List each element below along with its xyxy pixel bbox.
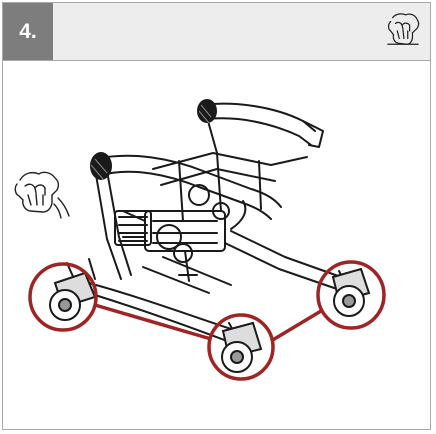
hand-push-icon xyxy=(387,13,420,45)
caster-right xyxy=(331,267,371,317)
caster-left xyxy=(49,271,97,321)
hand-push-icon xyxy=(14,171,70,219)
step-number: 4. xyxy=(3,3,53,60)
step-header: 4. xyxy=(3,3,430,61)
instruction-panel: 4. xyxy=(2,2,431,430)
walker-frame-illustration xyxy=(28,99,386,381)
red-circle xyxy=(28,260,386,381)
caster-center xyxy=(221,321,263,373)
